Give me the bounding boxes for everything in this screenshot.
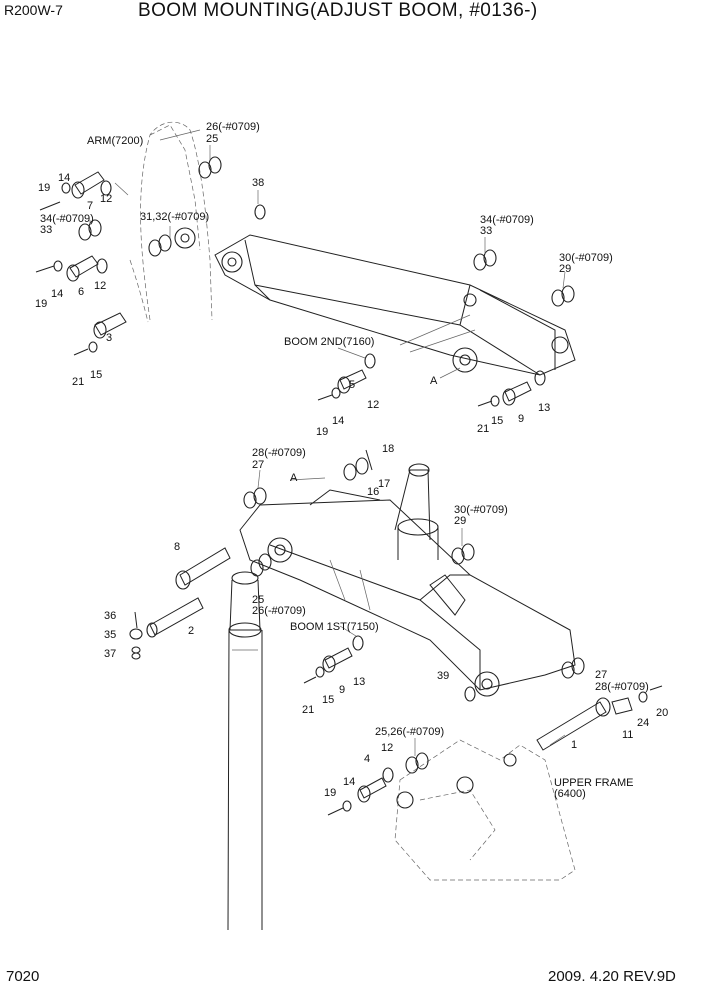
label-13-upper: 13 [538,402,550,414]
label-9-lower: 9 [339,684,345,696]
label-33-right: 33 [480,225,492,237]
label-28-right: 28(-#0709) [595,681,649,693]
label-25-top: 25 [206,133,218,145]
arm-outline [129,122,213,323]
label-2: 2 [188,625,194,637]
label-39: 39 [437,670,449,682]
label-12-mid: 12 [94,280,106,292]
label-4: 4 [364,753,370,765]
label-30-lower: 30(-#0709) [454,504,508,516]
label-25-lower: 25 [252,594,264,606]
label-29-top: 29 [559,263,571,275]
label-34-left: 34(-#0709) [40,213,94,225]
label-12-center: 12 [367,399,379,411]
label-3: 3 [106,332,112,344]
label-21-lower: 21 [302,704,314,716]
label-17: 17 [378,478,390,490]
label-8: 8 [174,541,180,553]
boom-cylinder [227,571,263,931]
label-37: 37 [104,648,116,660]
label-16: 16 [367,486,379,498]
label-21-upper: 21 [477,423,489,435]
page-title: BOOM MOUNTING(ADJUST BOOM, #0136-) [138,0,538,21]
label-38: 38 [252,177,264,189]
label-6: 6 [78,286,84,298]
model-number: R200W-7 [4,2,63,18]
upper-hardware [35,156,575,407]
label-19-center: 19 [316,426,328,438]
label-boom-2nd: BOOM 2ND(7160) [284,336,374,348]
lower-hardware [129,449,663,816]
leader-lines [89,129,566,756]
label-21-left: 21 [72,376,84,388]
label-28-left: 28(-#0709) [252,447,306,459]
boom-2nd-body [214,234,576,376]
label-19-lower: 19 [324,787,336,799]
label-3132: 31,32(-#0709) [140,211,209,223]
label-15-left: 15 [90,369,102,381]
label-5: 5 [349,379,355,391]
label-12-lower: 12 [381,742,393,754]
label-upper-frame-no: (6400) [554,788,586,800]
label-13-lower: 13 [353,676,365,688]
label-boom-1st: BOOM 1ST(7150) [290,621,379,633]
page-number: 7020 [6,968,40,985]
label-14-top: 14 [58,172,70,184]
label-30-top: 30(-#0709) [559,252,613,264]
label-19-top: 19 [38,182,50,194]
label-27-left: 27 [252,459,264,471]
label-9-upper: 9 [518,413,524,425]
label-27-right: 27 [595,669,607,681]
label-33-left: 33 [40,224,52,236]
label-24: 24 [637,717,649,729]
label-12-top: 12 [100,193,112,205]
label-14-lower: 14 [343,776,355,788]
label-1: 1 [571,739,577,751]
label-29-lower: 29 [454,515,466,527]
label-18: 18 [382,443,394,455]
label-15-lower: 15 [322,694,334,706]
label-26-top: 26(-#0709) [206,121,260,133]
label-arm: ARM(7200) [87,135,143,147]
label-34-right: 34(-#0709) [480,214,534,226]
upper-frame-outline [394,739,576,881]
label-a-upper: A [430,375,438,387]
label-7: 7 [87,200,93,212]
label-upper-frame: UPPER FRAME [554,777,633,789]
label-14-center: 14 [332,415,344,427]
label-2526: 25,26(-#0709) [375,726,444,738]
label-20: 20 [656,707,668,719]
label-36: 36 [104,610,116,622]
label-35: 35 [104,629,116,641]
label-11: 11 [622,729,633,741]
label-a-lower: A [290,472,298,484]
label-15-upper: 15 [491,415,503,427]
callout-labels: ARM(7200) 26(-#0709) 25 38 14 19 7 12 34… [35,121,668,800]
label-14-mid: 14 [51,288,63,300]
boom-1st-body [239,463,576,697]
revision-date: 2009. 4.20 REV.9D [548,968,676,985]
label-26-lower: 26(-#0709) [252,605,306,617]
label-19-mid: 19 [35,298,47,310]
